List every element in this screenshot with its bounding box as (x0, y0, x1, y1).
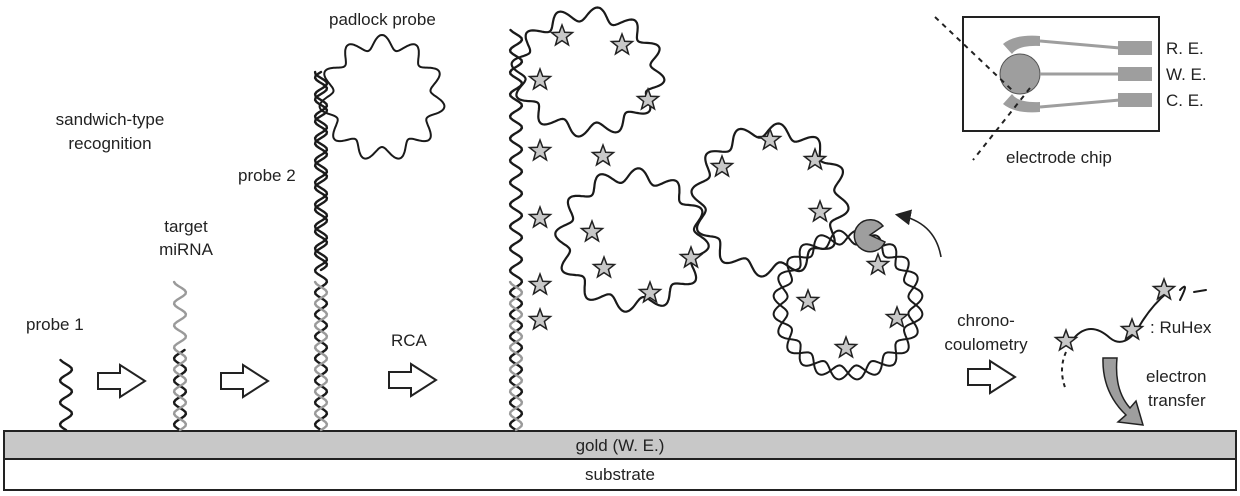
substrate-label: substrate (585, 465, 655, 484)
rca-product-loop (510, 6, 666, 138)
chip-electrode-re: R. E. (1166, 39, 1204, 58)
star-icon (590, 142, 616, 167)
electrode-chip (934, 16, 1160, 161)
star-icon (709, 153, 735, 178)
chip-electrode-we: W. E. (1166, 65, 1207, 84)
chip-electrode-ce: C. E. (1166, 91, 1204, 110)
rca-product-strand (508, 28, 524, 432)
chrono-label-2: coulometry (944, 335, 1028, 354)
target-mirna-strand (508, 280, 524, 432)
star-icon (527, 137, 553, 162)
star-icon (1119, 316, 1145, 341)
ruhex-strand (1179, 285, 1207, 301)
ruhex-strand (1061, 351, 1067, 391)
star-icon (637, 279, 663, 304)
rca-product-loop (772, 229, 924, 381)
dna-strands (58, 6, 1207, 432)
curved-arrow-icon (894, 209, 942, 258)
sandwich-label-2: recognition (68, 134, 151, 153)
electron-label-2: transfer (1148, 391, 1206, 410)
probe2-strand (313, 70, 329, 272)
target-label-2: miRNA (159, 240, 213, 259)
electron-transfer-arrow (1102, 357, 1145, 426)
polymerase-icon (853, 219, 886, 253)
padlock-probe-loop (318, 34, 446, 160)
padlock-probe-label: padlock probe (329, 10, 436, 29)
star-icon (807, 198, 833, 223)
gold-label: gold (W. E.) (576, 436, 665, 455)
gold-layer (3, 430, 1237, 460)
star-icon (802, 146, 828, 171)
probe1-strand (58, 358, 74, 432)
padlock-probe-loop (772, 229, 924, 381)
ruhex-stars (527, 22, 1177, 359)
target-label-1: target (164, 217, 208, 236)
star-icon (757, 126, 783, 151)
ruhex-label: : RuHex (1150, 318, 1212, 337)
star-icon (549, 22, 575, 47)
right-arrow-icon (388, 362, 438, 398)
chrono-label-1: chrono- (957, 311, 1015, 330)
electron-label-1: electron (1146, 367, 1206, 386)
rca-product-loop (690, 122, 850, 278)
right-arrow-icon (967, 359, 1017, 395)
probe1-label: probe 1 (26, 315, 84, 334)
star-icon (1151, 276, 1177, 301)
star-icon (795, 287, 821, 312)
star-icon (833, 334, 859, 359)
star-icon (635, 86, 661, 111)
star-icon (1053, 327, 1079, 352)
probe2-label: probe 2 (238, 166, 296, 185)
star-icon (527, 204, 553, 229)
star-icon (579, 218, 605, 243)
rca-label: RCA (391, 331, 428, 350)
target-mirna-strand (172, 280, 188, 432)
substrate-layer (3, 458, 1237, 491)
star-icon (527, 306, 553, 331)
star-icon (591, 254, 617, 279)
chip-caption: electrode chip (1006, 148, 1112, 167)
star-icon (527, 271, 553, 296)
star-icon (609, 31, 635, 56)
right-arrow-icon (97, 363, 147, 399)
star-icon (884, 304, 910, 329)
sandwich-label-1: sandwich-type (56, 110, 165, 129)
star-icon (865, 251, 891, 276)
target-mirna-strand (313, 280, 329, 432)
ruhex-strand (1073, 291, 1169, 343)
star-icon (527, 66, 553, 91)
right-arrow-icon (220, 363, 270, 399)
rca-product-loop (554, 167, 710, 313)
star-icon (678, 244, 704, 269)
